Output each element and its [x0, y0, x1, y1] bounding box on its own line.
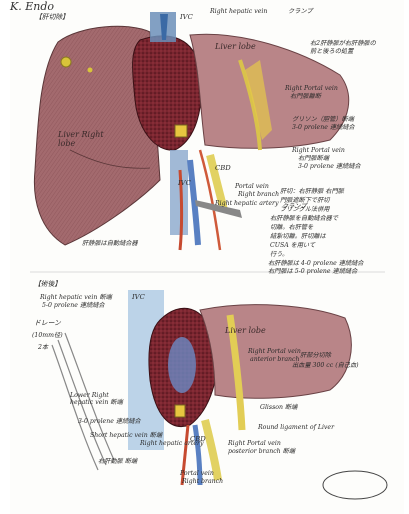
bottom-drain-size: (10mm径)	[32, 332, 63, 339]
note-line: プリングル法併用	[280, 206, 330, 213]
bottom-short-hepatic: Short hepatic vein 断端	[90, 432, 162, 439]
bottom-resection-1: 肝部分切除	[300, 352, 331, 359]
vein-stump-bottom	[168, 337, 196, 393]
note-line: 右肝静脈を自動縫合器で	[270, 215, 338, 222]
top-stapler-note: 肝静脈は自動縫合器	[82, 240, 138, 247]
bottom-liver-lobe: Liver lobe	[225, 326, 266, 335]
bottom-rhv-stump: Right hepatic vein 断端	[40, 294, 112, 301]
top-note-2: 前と後ろの処置	[310, 48, 353, 55]
bottom-round-ligament: Round ligament of Liver	[258, 424, 334, 431]
yellow-spot	[88, 68, 93, 73]
note-line: 切離。右肝管を	[270, 224, 313, 231]
bottom-lower-rhv: Lower Right hepatic vein 断端	[70, 392, 130, 406]
top-note-1: 右2肝静脈が右肝静脈の	[310, 40, 376, 47]
bottom-lower-rhv-suture: 3-0 prolene 連続縫合	[78, 418, 141, 425]
top-clamp-note: クランプ	[288, 8, 313, 15]
bottom-rha-stump: 右肝動脈 断端	[98, 458, 137, 465]
note-line: 右肝静脈は 4-0 prolene 連続縫合	[268, 260, 363, 267]
top-rhv-label: Right hepatic vein	[210, 8, 267, 15]
bottom-portal-vein: Portal vein	[180, 470, 214, 477]
bottom-right-branch: Right branch	[182, 478, 223, 485]
bottom-drain-count: 2本	[38, 344, 48, 351]
note-line: 結紮切離。肝切離は	[270, 233, 326, 240]
top-ivc-label: IVC	[180, 14, 193, 22]
bottom-rhv-suture: 5-0 prolene 連続縫合	[42, 302, 105, 309]
bottom-rpv-posterior: Right Portal vein	[228, 440, 281, 447]
drain-tube-1	[52, 345, 98, 470]
bottom-drain-label: ドレーン	[34, 320, 61, 328]
note-line: 肝切：右肝静脈 右門脈	[280, 188, 344, 195]
glisson-stump-bottom	[175, 405, 185, 417]
top-cbd: CBD	[215, 165, 231, 173]
bottom-cbd: CBD	[190, 436, 206, 444]
bottom-resection-2: 出血量 300 cc (自己血)	[292, 362, 359, 369]
top-rpv-right-branch: Right Portal vein	[292, 147, 345, 154]
top-portal-vein: Portal vein	[235, 183, 269, 190]
yellow-spot	[61, 57, 71, 67]
anatomical-illustration	[10, 0, 404, 514]
note-line: CUSA を用いて	[270, 242, 315, 249]
top-rpv-suture: 3-0 prolene 連続縫合	[298, 163, 361, 170]
top-ivc-vertical: IVC	[178, 180, 191, 188]
note-line: 門脈遮断下で肝切	[280, 197, 330, 204]
top-bracket-title: 【肝切除】	[35, 14, 69, 22]
drawing-sheet: 【肝切除】 IVC Right hepatic vein クランプ Liver …	[10, 0, 404, 514]
bottom-glisson-stump: Glisson 断端	[260, 404, 297, 411]
glisson-stump	[175, 125, 187, 137]
top-right-lobe-label: Liver Right lobe	[58, 130, 118, 148]
top-glisson-label: グリソン（胆管）断端	[292, 116, 354, 123]
bottom-ivc-label: IVC	[132, 294, 145, 302]
signature-circle	[323, 471, 387, 499]
top-rha-label: Right hepatic artery	[215, 200, 278, 207]
top-right-branch: Right branch	[238, 191, 279, 198]
note-line: 右門脈は 5-0 prolene 連続縫合	[268, 268, 357, 275]
top-rpv-label: Right Portal vein	[285, 85, 338, 92]
top-liver-lobe-label: Liver lobe	[215, 42, 256, 51]
top-rpv-stump: 右門脈断端	[298, 155, 329, 162]
top-rpv-cut: 右門脈離断	[290, 93, 321, 100]
top-glisson-suture: 3-0 prolene 連続縫合	[292, 124, 355, 131]
bottom-bracket-title: 【術後】	[34, 281, 61, 289]
ivc-vertical	[170, 150, 188, 235]
bottom-posterior-branch: posterior branch 断端	[228, 448, 295, 455]
note-line: 行う。	[270, 251, 288, 258]
bottom-rpv-label: Right Portal vein	[248, 348, 301, 355]
